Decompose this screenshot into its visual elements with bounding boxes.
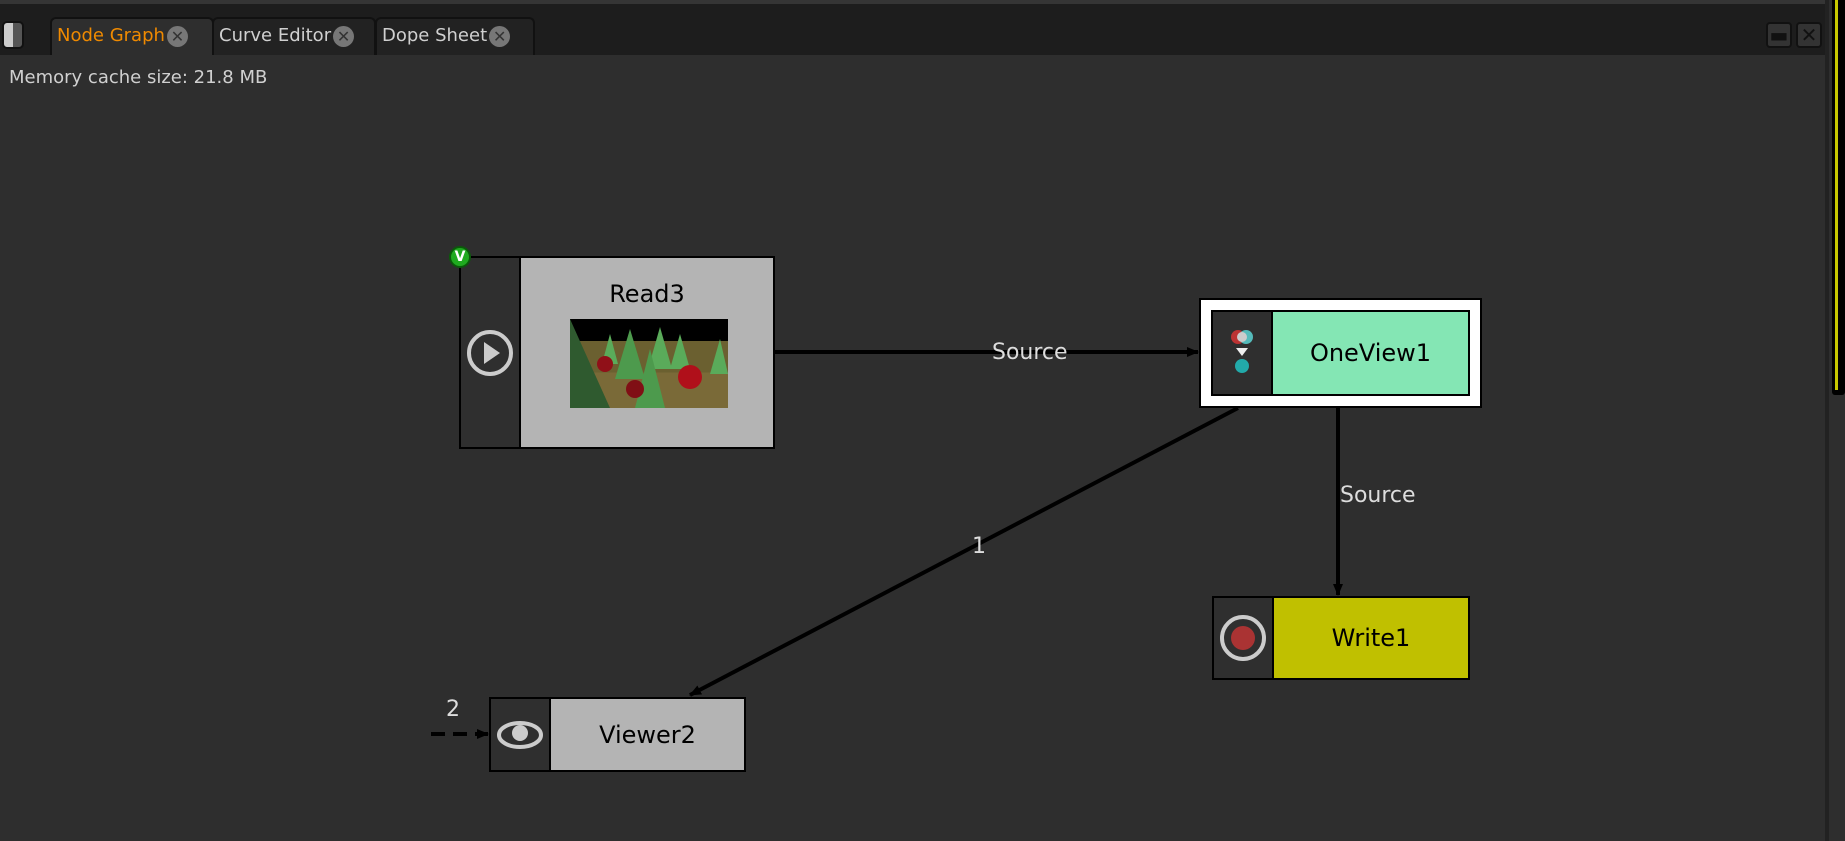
maximize-pane-button[interactable]: ▬ xyxy=(1766,22,1792,48)
edge-oneview-viewer[interactable] xyxy=(689,406,1239,697)
edge-label: 1 xyxy=(972,534,986,559)
node-write1[interactable]: Write1 xyxy=(1212,596,1470,680)
node-label: Read3 xyxy=(609,280,685,308)
close-icon[interactable]: ✕ xyxy=(489,25,511,47)
edge-label: Source xyxy=(1340,483,1416,508)
pane-menu-button[interactable] xyxy=(2,21,24,49)
view-badge: V xyxy=(449,246,471,268)
node-strip xyxy=(1213,312,1273,394)
tab-label: Node Graph xyxy=(57,25,165,46)
node-read3[interactable]: Read3 xyxy=(459,256,775,449)
tab-label: Dope Sheet xyxy=(382,25,488,46)
close-icon[interactable]: ✕ xyxy=(333,25,355,47)
tab-dope-sheet[interactable]: Dope Sheet✕ xyxy=(375,17,535,55)
scrollbar[interactable] xyxy=(1832,0,1845,395)
node-label: OneView1 xyxy=(1273,312,1468,394)
oneview-icon xyxy=(1231,330,1253,373)
tab-label: Curve Editor xyxy=(219,25,332,46)
node-viewer2[interactable]: Viewer2 xyxy=(489,697,746,772)
memory-cache-label: Memory cache size: 21.8 MB xyxy=(9,67,268,88)
node-strip xyxy=(491,699,551,770)
play-icon xyxy=(467,329,513,376)
node-label: Viewer2 xyxy=(551,699,744,770)
node-oneview1[interactable]: OneView1 xyxy=(1211,310,1470,396)
node-thumbnail xyxy=(570,319,728,408)
record-icon xyxy=(1220,615,1266,661)
node-strip xyxy=(461,258,521,447)
node-strip xyxy=(1214,598,1274,678)
eye-icon xyxy=(497,720,543,749)
tab-curve-editor[interactable]: Curve Editor✕ xyxy=(212,17,376,55)
edge-label: 2 xyxy=(446,697,460,722)
close-icon[interactable]: ✕ xyxy=(166,25,188,47)
node-label: Write1 xyxy=(1274,598,1468,678)
pane-divider[interactable] xyxy=(1825,0,1829,841)
close-pane-button[interactable]: ✕ xyxy=(1796,22,1822,48)
tab-node-graph[interactable]: Node Graph✕ xyxy=(50,17,214,55)
edge-label: Source xyxy=(992,340,1068,365)
